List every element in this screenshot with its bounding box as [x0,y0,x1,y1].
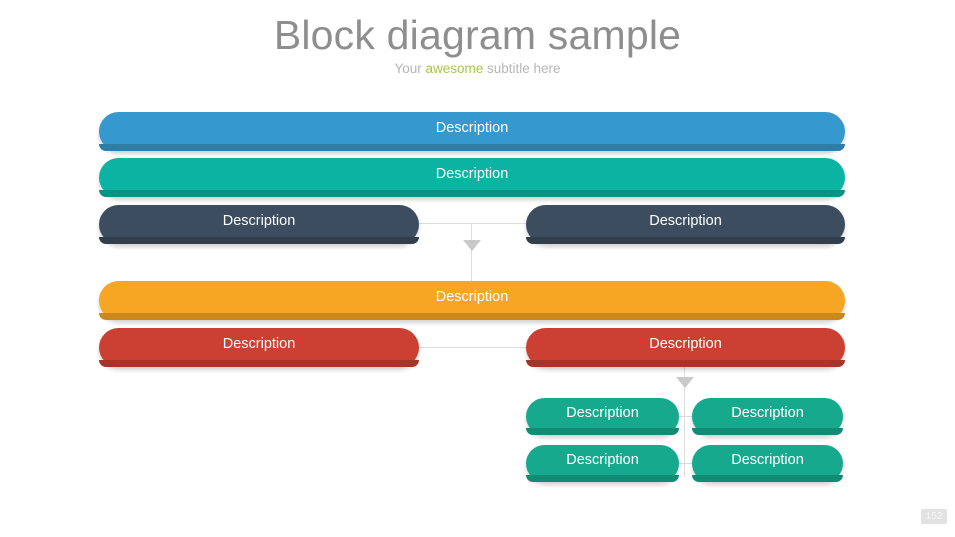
block-grid-item-3-lip [526,475,679,482]
connector-line-red-to-grid [684,362,685,477]
block-row3-left-navy[interactable]: Description [99,205,419,244]
block-grid-item-2-label: Description [731,405,804,422]
block-row3-left-lip [99,237,419,244]
connector-stub-grid-row2-right [684,463,698,464]
subtitle-text-before: Your [394,61,426,76]
block-row5-left-red[interactable]: Description [99,328,419,367]
block-row5-right-red[interactable]: Description [526,328,845,367]
block-grid-item-1[interactable]: Description [526,398,679,435]
block-row5-left-lip [99,360,419,367]
block-grid-item-2[interactable]: Description [692,398,843,435]
block-row2-teal[interactable]: Description [99,158,845,197]
block-grid-item-1-label: Description [566,405,639,422]
block-row3-left-label: Description [222,213,296,230]
block-row4-lip [99,313,845,320]
block-row1-label: Description [435,120,509,137]
block-row2-label: Description [435,166,509,183]
page-number-badge: 152 [921,509,947,524]
block-row3-right-lip [526,237,845,244]
arrow-red-to-grid-icon [676,377,694,388]
block-row3-right-navy[interactable]: Description [526,205,845,244]
block-grid-item-3[interactable]: Description [526,445,679,482]
page-number-badge-label: 152 [925,511,943,522]
subtitle-accent-word: awesome [425,61,484,76]
block-grid-item-3-label: Description [566,452,639,469]
arrow-navy-to-orange-icon [463,240,481,251]
block-row4-label: Description [435,289,509,306]
block-row1-blue[interactable]: Description [99,112,845,151]
connector-stub-grid-row1-right [684,416,698,417]
block-row4-orange[interactable]: Description [99,281,845,320]
block-row3-right-label: Description [649,213,722,230]
block-grid-item-2-lip [692,428,843,435]
page-subtitle: Your awesome subtitle here [0,60,955,78]
subtitle-text-after: subtitle here [483,61,561,76]
block-row5-right-label: Description [649,336,722,353]
block-row5-left-label: Description [222,336,296,353]
block-grid-item-4[interactable]: Description [692,445,843,482]
block-grid-item-4-label: Description [731,452,804,469]
connector-line-red-horizontal [419,347,526,348]
block-row1-lip [99,144,845,151]
block-row5-right-lip [526,360,845,367]
connector-line-navy-to-orange [471,223,472,281]
connector-line-navy-horizontal [419,223,526,224]
block-grid-item-1-lip [526,428,679,435]
page-title: Block diagram sample [273,12,682,58]
block-row2-lip [99,190,845,197]
block-grid-item-4-lip [692,475,843,482]
